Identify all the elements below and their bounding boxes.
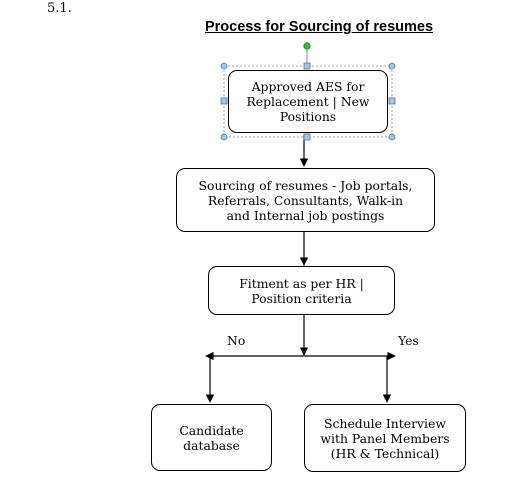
branch-label-no: No	[227, 333, 246, 348]
node-fitment-label: Fitment as per HR | Position criteria	[239, 275, 364, 306]
rotation-handle[interactable]	[303, 42, 311, 50]
node-schedule-interview[interactable]: Schedule Interview with Panel Members (H…	[304, 404, 466, 472]
resize-handle-top-left[interactable]	[220, 62, 228, 70]
resize-handle-bottom-right[interactable]	[388, 133, 396, 141]
resize-handle-right[interactable]	[388, 97, 396, 105]
node-schedule-interview-label: Schedule Interview with Panel Members (H…	[320, 415, 450, 461]
resize-handle-bottom-left[interactable]	[220, 133, 228, 141]
node-fitment[interactable]: Fitment as per HR | Position criteria	[208, 266, 395, 315]
node-sourcing-of-resumes[interactable]: Sourcing of resumes - Job portals, Refer…	[176, 168, 435, 232]
branch-label-yes: Yes	[398, 333, 419, 348]
diagram-title: Process for Sourcing of resumes	[204, 19, 434, 35]
resize-handle-bottom[interactable]	[303, 133, 311, 141]
resize-handle-top[interactable]	[303, 62, 311, 70]
node-sourcing-label: Sourcing of resumes - Job portals, Refer…	[198, 177, 413, 223]
node-candidate-database-label: Candidate database	[179, 422, 244, 453]
resize-handle-left[interactable]	[220, 97, 228, 105]
node-approved-aes-label: Approved AES for Replacement | New Posit…	[246, 79, 370, 124]
node-candidate-database[interactable]: Candidate database	[151, 404, 272, 471]
section-number: 5.1.	[47, 1, 72, 16]
node-approved-aes[interactable]: Approved AES for Replacement | New Posit…	[228, 70, 388, 133]
resize-handle-top-right[interactable]	[388, 62, 396, 70]
